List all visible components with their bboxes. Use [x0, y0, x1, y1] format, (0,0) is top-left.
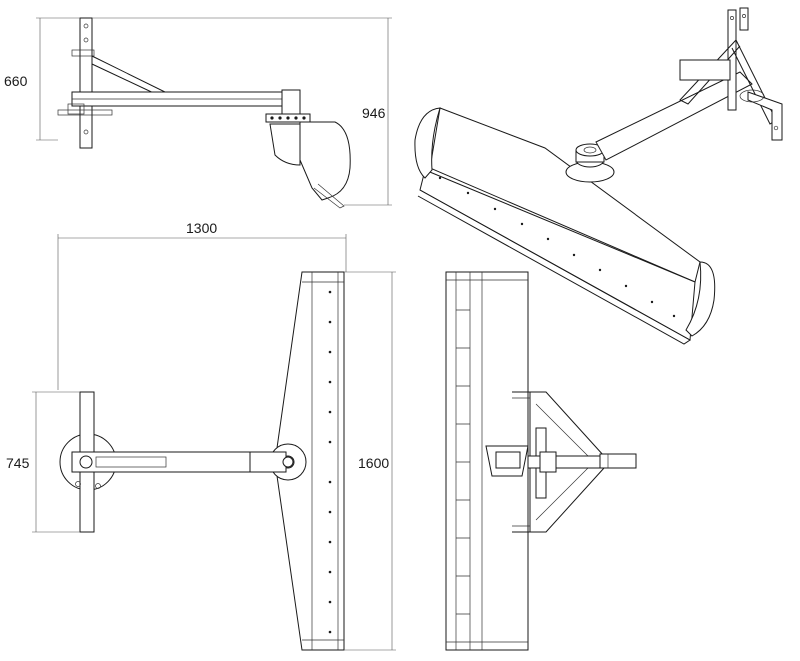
dim-top-width: 1300: [186, 220, 217, 236]
iso-bolt-holes: [438, 176, 676, 318]
side-mast: [79, 17, 93, 149]
front-view: [445, 271, 637, 651]
side-brace: [91, 55, 166, 97]
side-view: 660 946: [4, 17, 392, 209]
top-view: 1300 745 1600: [6, 220, 396, 651]
dim-side-total-height: 946: [362, 105, 386, 121]
top-bolt-holes: [328, 290, 332, 634]
side-blade: [299, 121, 351, 201]
dim-top-hitch-width: 745: [6, 455, 30, 471]
top-blade: [274, 271, 345, 651]
front-top-link: [599, 453, 637, 469]
isometric-view: [414, 7, 783, 345]
front-edge-bolts: [456, 309, 470, 615]
dim-side-height: 660: [4, 73, 28, 89]
dim-top-blade-length: 1600: [358, 455, 389, 471]
